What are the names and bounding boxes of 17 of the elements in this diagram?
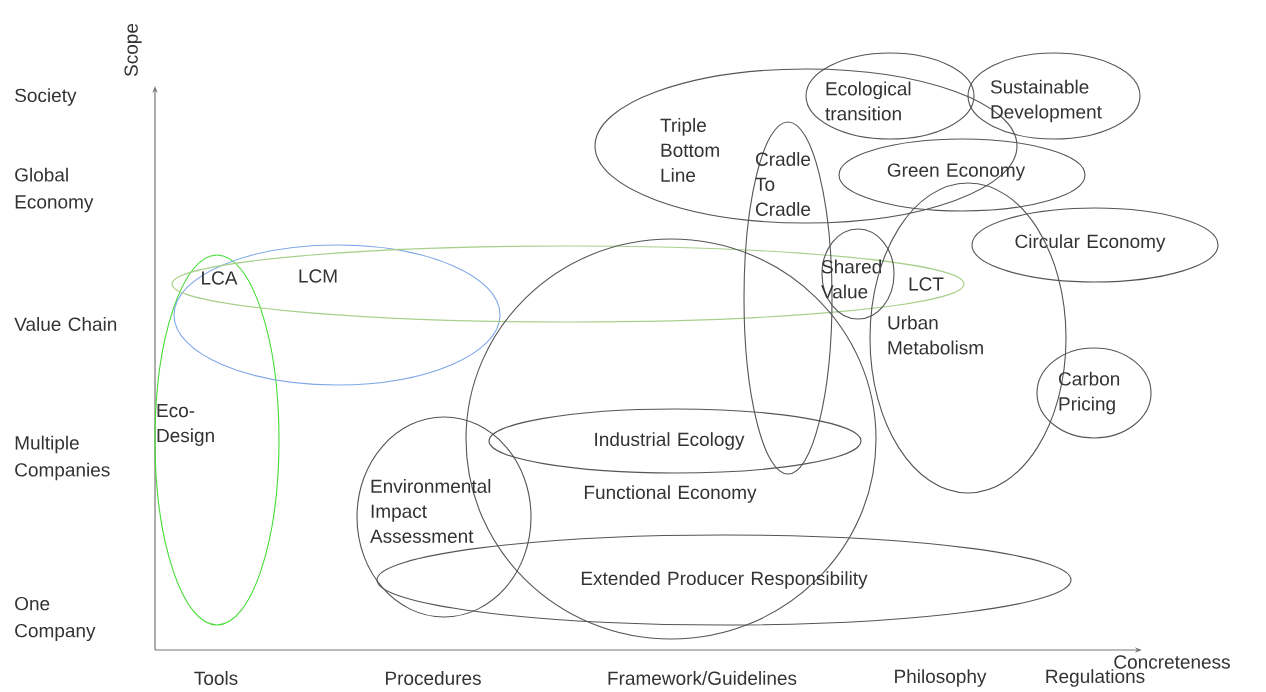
ellipse-region: Ecological transition [805, 52, 975, 140]
axis-label: Regulations [1046, 669, 1145, 687]
axis-label: Value Chain [14, 317, 117, 331]
axis-label: Procedures [386, 671, 481, 685]
axis-label: One Company [15, 596, 96, 642]
axis-label: Tools [194, 671, 238, 685]
ellipse-region: Carbon Pricing [1036, 347, 1152, 439]
axis-title: Concreteness [1114, 655, 1230, 669]
ellipse-region: Environmental Impact Assessment [356, 416, 532, 618]
axis-label: Framework/Guidelines [608, 671, 797, 685]
axis-label: Global Economy [15, 167, 94, 213]
axis-label: Philosophy [895, 669, 987, 687]
axis-label: Society [15, 88, 77, 106]
axis-title: Scope [124, 23, 142, 77]
axis-label: Multiple Companies [15, 435, 110, 481]
region-label: LCA [202, 271, 238, 285]
ellipse-region: Industrial Ecology [488, 408, 862, 474]
